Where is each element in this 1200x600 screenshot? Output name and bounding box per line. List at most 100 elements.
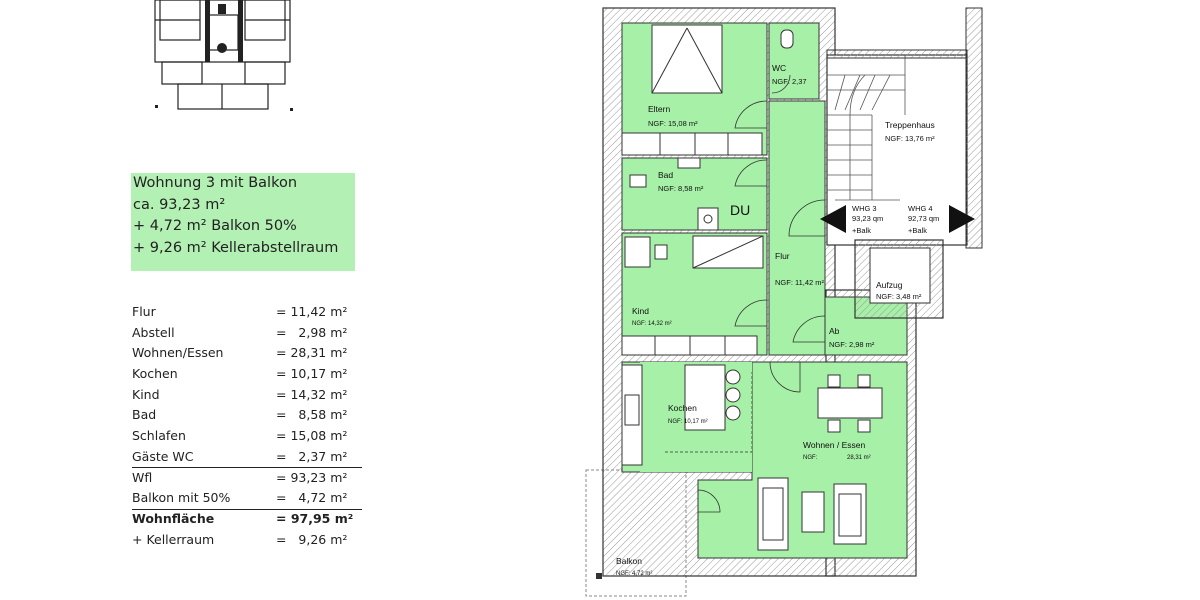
sink-bad bbox=[677, 157, 701, 169]
shower-drain bbox=[703, 214, 713, 224]
area-row: Bad = 8,58 m² bbox=[132, 405, 352, 426]
area-row: Kind = 14,32 m² bbox=[132, 385, 352, 406]
area-row: Balkon mit 50% = 4,72 m² bbox=[132, 488, 362, 510]
area-flur: NGF: 11,42 m² bbox=[775, 278, 825, 287]
area-value: = 14,32 m² bbox=[276, 386, 348, 402]
toilet-bad bbox=[629, 174, 647, 188]
arrow-left-icon bbox=[820, 205, 846, 233]
area-name: Wohnfläche bbox=[132, 510, 215, 526]
area-wohnen-label: NGF: bbox=[803, 455, 818, 461]
summary-cellar: + 9,26 m² Kellerabstellraum bbox=[133, 239, 339, 256]
kitchen-sink bbox=[624, 394, 640, 426]
whg3-note: +Balk bbox=[852, 226, 871, 235]
area-table: Flur = 11,42 m² Abstell = 2,98 m² Wohnen/E… bbox=[132, 302, 362, 551]
whg4-area: 92,73 qm bbox=[908, 214, 939, 223]
area-row: + Kellerraum= 9,26 m² bbox=[132, 530, 352, 551]
bar-stool bbox=[725, 405, 741, 421]
bar-stool bbox=[725, 387, 741, 403]
dining-chair bbox=[857, 374, 871, 388]
area-row: Wfl = 93,23 m² bbox=[132, 468, 352, 489]
chair-kind bbox=[654, 244, 668, 260]
area-value: = 15,08 m² bbox=[276, 428, 348, 444]
label-wohnen: Wohnen / Essen bbox=[803, 440, 865, 450]
area-bad: NGF: 8,58 m² bbox=[658, 184, 704, 193]
bar-stool bbox=[725, 369, 741, 385]
room-wc bbox=[768, 22, 820, 100]
area-name: Wfl bbox=[132, 469, 153, 485]
label-kochen: Kochen bbox=[668, 403, 697, 413]
area-name: Kind bbox=[132, 386, 160, 402]
area-value: = 2,98 m² bbox=[276, 324, 348, 340]
summary-title: Wohnung 3 mit Balkon bbox=[133, 175, 298, 191]
area-eltern: NGF: 15,08 m² bbox=[648, 119, 698, 128]
area-name: Kochen bbox=[132, 366, 178, 382]
area-balkon: NGF: 4,72 m² bbox=[616, 571, 652, 577]
whg3-area: 93,23 qm bbox=[852, 214, 883, 223]
area-name: Flur bbox=[132, 304, 156, 319]
area-row: Flur = 11,42 m² bbox=[132, 302, 352, 323]
area-name: Schlafen bbox=[132, 428, 186, 444]
dining-table bbox=[817, 387, 883, 419]
area-value: = 9,26 m² bbox=[276, 531, 348, 547]
area-value: = 11,42 m² bbox=[276, 304, 348, 319]
toilet-wc bbox=[780, 29, 794, 49]
elevator-cabin bbox=[869, 247, 931, 304]
area-row: Schlafen = 15,08 m² bbox=[132, 426, 352, 447]
kitchen-boundary bbox=[665, 372, 753, 453]
area-name: Gäste WC bbox=[132, 448, 194, 464]
area-kochen: NGF: 10,17 m² bbox=[668, 419, 708, 425]
bed-frame bbox=[651, 24, 723, 94]
dining-chair bbox=[827, 374, 841, 388]
area-name: Abstell bbox=[132, 324, 175, 340]
area-row: Wohnen/Essen = 28,31 m² bbox=[132, 343, 352, 364]
area-kind: NGF: 14,32 m² bbox=[632, 321, 672, 327]
area-value: = 28,31 m² bbox=[276, 345, 348, 361]
room-bad bbox=[621, 157, 768, 231]
area-value: = 97,95 m² bbox=[276, 510, 354, 526]
area-value: = 2,37 m² bbox=[276, 448, 348, 464]
coffee-table bbox=[801, 491, 825, 533]
label-flur: Flur bbox=[775, 251, 790, 261]
area-name: Bad bbox=[132, 407, 157, 423]
area-value: = 4,72 m² bbox=[276, 490, 348, 506]
area-ab: NGF: 2,98 m² bbox=[829, 340, 875, 349]
area-row: Abstell = 2,98 m² bbox=[132, 323, 352, 344]
label-aufzug: Aufzug bbox=[876, 280, 903, 290]
sofa-right-seat bbox=[838, 493, 862, 537]
arrow-right-icon bbox=[949, 205, 975, 233]
area-name: Balkon mit 50% bbox=[132, 490, 231, 506]
roof-edge bbox=[826, 49, 968, 59]
area-aufzug: NGF: 3,48 m² bbox=[876, 292, 922, 301]
whg3-label: WHG 3 bbox=[852, 204, 877, 213]
label-balkon: Balkon bbox=[616, 556, 642, 566]
label-treppenhaus: Treppenhaus bbox=[885, 120, 935, 130]
label-eltern: Eltern bbox=[648, 104, 670, 114]
area-row-total: Wohnfläche = 97,95 m² bbox=[132, 509, 354, 530]
label-wc: WC bbox=[772, 63, 786, 73]
dining-chair bbox=[827, 419, 841, 433]
stairs bbox=[827, 55, 906, 201]
stair-hatched-wall bbox=[965, 7, 983, 249]
summary-balcony: + 4,72 m² Balkon 50% bbox=[133, 218, 297, 234]
area-wc: NGF: 2,37 bbox=[772, 77, 807, 86]
label-kind: Kind bbox=[632, 306, 649, 316]
balcony-post bbox=[596, 573, 602, 579]
wardrobe-eltern bbox=[621, 132, 763, 156]
desk-kind bbox=[624, 236, 651, 268]
whg4-label: WHG 4 bbox=[908, 204, 933, 213]
summary-area: ca. 93,23 m² bbox=[133, 196, 226, 213]
area-name: Wohnen/Essen bbox=[132, 345, 224, 361]
whg4-note: +Balk bbox=[908, 226, 927, 235]
label-du: DU bbox=[730, 202, 750, 218]
apartment-summary: Wohnung 3 mit Balkon ca. 93,23 m² + 4,72… bbox=[131, 173, 355, 271]
label-ab: Ab bbox=[829, 326, 840, 336]
area-value: = 10,17 m² bbox=[276, 366, 348, 382]
kitchen-island bbox=[684, 364, 726, 431]
area-value: = 8,58 m² bbox=[276, 407, 348, 423]
floor-plan: Eltern NGF: 15,08 m² WC NGF: 2,37 Treppe… bbox=[585, 7, 983, 597]
sofa-left-seat bbox=[762, 487, 784, 541]
area-row: Gäste WC = 2,37 m² bbox=[132, 447, 362, 468]
area-value: = 93,23 m² bbox=[276, 469, 348, 485]
area-row: Kochen = 10,17 m² bbox=[132, 364, 352, 385]
stairwell bbox=[826, 54, 968, 246]
